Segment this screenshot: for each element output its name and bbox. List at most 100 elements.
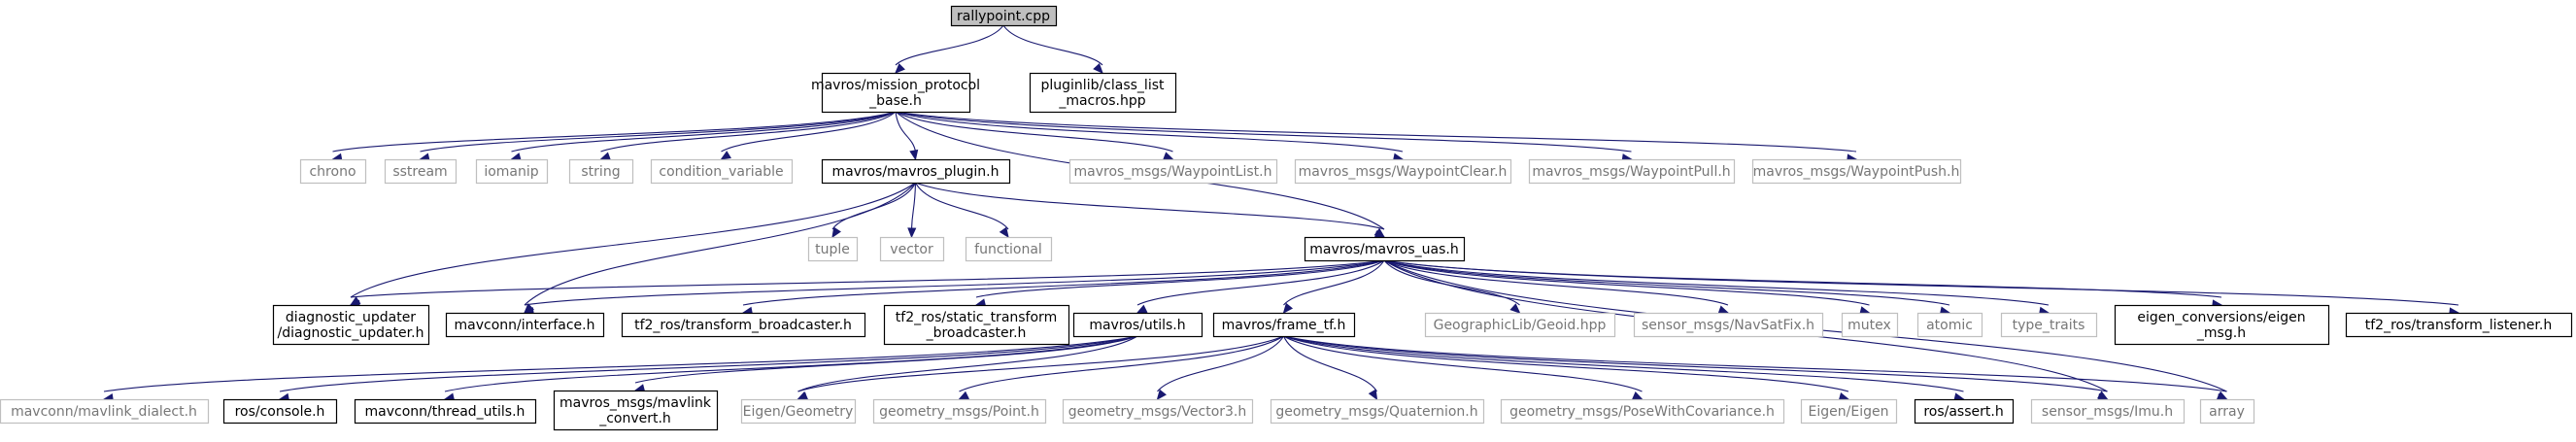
node-tf2_transform_listener[interactable]: tf2_ros/transform_listener.h <box>2345 312 2573 338</box>
edge-arrowhead <box>1135 304 1148 314</box>
edge-mavros_plugin-to-mavros_uas <box>915 182 1385 230</box>
node-box <box>1914 398 2015 425</box>
node-mavlink_convert[interactable]: mavros_msgs/mavlink_convert.h <box>553 390 719 431</box>
node-geom_posecov[interactable]: geometry_msgs/PoseWithCovariance.h <box>1500 398 1785 425</box>
node-label: mavros/frame_tf.h <box>1222 318 1346 333</box>
edge-mission_protocol_base-to-chrono <box>332 111 897 153</box>
node-label: sstream <box>392 164 447 180</box>
node-box <box>445 312 605 338</box>
node-box <box>1500 398 1785 425</box>
node-box <box>1841 312 1899 338</box>
edge-arrowhead <box>1717 305 1730 315</box>
node-geom_point[interactable]: geometry_msgs/Point.h <box>872 398 1047 425</box>
node-frame_tf[interactable]: mavros/frame_tf.h <box>1212 312 1356 338</box>
node-label: tf2_ros/transform_listener.h <box>2365 318 2552 333</box>
edge-frame_tf-to-geom_point <box>959 335 1284 392</box>
node-label: tf2_ros/transform_broadcaster.h <box>634 318 852 333</box>
node-waypoint_pull[interactable]: mavros_msgs/WaypointPull.h <box>1528 158 1736 185</box>
edge-mission_protocol_base-to-waypoint_push <box>895 111 1857 153</box>
node-box <box>1270 398 1485 425</box>
edge-arrowhead <box>1368 389 1378 401</box>
node-box <box>384 158 458 185</box>
node-box <box>1528 158 1736 185</box>
node-label: Eigen/Geometry <box>743 404 854 420</box>
node-type_traits[interactable]: type_traits <box>2000 312 2098 338</box>
node-label: _base.h <box>868 93 922 109</box>
node-eigen_eigen[interactable]: Eigen/Eigen <box>1800 398 1898 425</box>
node-box <box>354 398 537 425</box>
node-label: rallypoint.cpp <box>957 9 1050 24</box>
node-box <box>950 5 1058 27</box>
node-mavlink_dialect[interactable]: mavconn/mavlink_dialect.h <box>0 398 210 425</box>
node-ros_assert[interactable]: ros/assert.h <box>1914 398 2015 425</box>
node-waypoint_list[interactable]: mavros_msgs/WaypointList.h <box>1068 158 1278 185</box>
node-sensor_imu[interactable]: sensor_msgs/Imu.h <box>2030 398 2186 425</box>
node-functional[interactable]: functional <box>965 236 1053 262</box>
edge-mission_protocol_base-to-waypoint_clear <box>895 111 1404 153</box>
edge-frame_tf-to-ros_assert <box>1283 335 1964 392</box>
edge-frame_tf-to-geom_posecov <box>1283 335 1643 392</box>
node-navsatfix[interactable]: sensor_msgs/NavSatFix.h <box>1633 312 1824 338</box>
node-tuple[interactable]: tuple <box>807 236 859 262</box>
edge-mavros_plugin-to-functional <box>915 182 1009 230</box>
node-array[interactable]: array <box>2199 398 2255 425</box>
node-tf2_transform_broadcaster[interactable]: tf2_ros/transform_broadcaster.h <box>621 312 866 338</box>
node-box <box>1029 72 1177 114</box>
node-box <box>1062 398 1254 425</box>
node-label: chrono <box>309 164 356 180</box>
edge-arrowhead <box>720 151 731 160</box>
node-mutex[interactable]: mutex <box>1841 312 1899 338</box>
edge-arrowhead <box>999 226 1009 239</box>
node-condition_variable[interactable]: condition_variable <box>650 158 794 185</box>
node-ros_console[interactable]: ros/console.h <box>222 398 338 425</box>
node-label: mavconn/interface.h <box>455 318 595 333</box>
node-geom_vector3[interactable]: geometry_msgs/Vector3.h <box>1062 398 1254 425</box>
node-box <box>821 72 971 114</box>
node-class_list_macros[interactable]: pluginlib/class_list_macros.hpp <box>1029 72 1177 114</box>
node-box <box>1068 158 1278 185</box>
node-box <box>1800 398 1898 425</box>
node-mavros_plugin[interactable]: mavros/mavros_plugin.h <box>821 158 1011 185</box>
node-rallypoint[interactable]: rallypoint.cpp <box>950 5 1058 27</box>
edge-arrowhead <box>1631 391 1644 400</box>
node-tf2_static_broadcaster[interactable]: tf2_ros/static_transform_broadcaster.h <box>883 304 1070 346</box>
node-label: mutex <box>1847 318 1891 333</box>
node-geom_quaternion[interactable]: geometry_msgs/Quaternion.h <box>1270 398 1485 425</box>
node-iomanip[interactable]: iomanip <box>475 158 549 185</box>
node-thread_utils[interactable]: mavconn/thread_utils.h <box>354 398 537 425</box>
node-mission_protocol_base[interactable]: mavros/mission_protocol_base.h <box>811 72 980 114</box>
node-box <box>475 158 549 185</box>
edge-mavros_utils-to-thread_utils <box>444 335 1138 392</box>
node-eigen_msg[interactable]: eigen_conversions/eigen_msg.h <box>2114 304 2330 346</box>
node-box <box>1751 158 1962 185</box>
node-sstream[interactable]: sstream <box>384 158 458 185</box>
edge-mavros_uas-to-tf2_transform_broadcaster <box>742 259 1385 306</box>
edge-mavros_uas-to-tf2_static_broadcaster <box>975 259 1385 298</box>
node-vector[interactable]: vector <box>879 236 945 262</box>
edge-mavros_uas-to-tf2_transform_listener <box>1383 259 2459 306</box>
node-waypoint_clear[interactable]: mavros_msgs/WaypointClear.h <box>1294 158 1512 185</box>
node-chrono[interactable]: chrono <box>299 158 367 185</box>
edge-rallypoint-to-class_list_macros <box>1002 24 1103 66</box>
node-box <box>1212 312 1356 338</box>
edge-frame_tf-to-geom_vector3 <box>1157 335 1284 392</box>
node-mavros_utils[interactable]: mavros/utils.h <box>1072 312 1203 338</box>
edge-mavros_plugin-to-diagnostic_updater <box>350 182 916 298</box>
node-eigen_geometry[interactable]: Eigen/Geometry <box>740 398 857 425</box>
node-mavconn_interface[interactable]: mavconn/interface.h <box>445 312 605 338</box>
edge-arrowhead <box>1093 62 1103 74</box>
edge-mavros_utils-to-mavlink_dialect <box>103 335 1138 392</box>
node-geoid[interactable]: GeographicLib/Geoid.hpp <box>1424 312 1616 338</box>
node-waypoint_push[interactable]: mavros_msgs/WaypointPush.h <box>1751 158 1962 185</box>
node-atomic[interactable]: atomic <box>1916 312 1983 338</box>
node-box <box>879 236 945 262</box>
node-diagnostic_updater[interactable]: diagnostic_updater/diagnostic_updater.h <box>272 304 430 346</box>
node-string[interactable]: string <box>568 158 634 185</box>
node-label: functional <box>974 242 1042 257</box>
node-label: mavros_msgs/WaypointClear.h <box>1299 164 1508 180</box>
node-mavros_uas[interactable]: mavros/mavros_uas.h <box>1304 236 1466 262</box>
node-box <box>1424 312 1616 338</box>
edge-arrowhead <box>895 63 905 74</box>
node-box <box>965 236 1053 262</box>
node-label: mavros_msgs/mavlink <box>559 395 712 411</box>
